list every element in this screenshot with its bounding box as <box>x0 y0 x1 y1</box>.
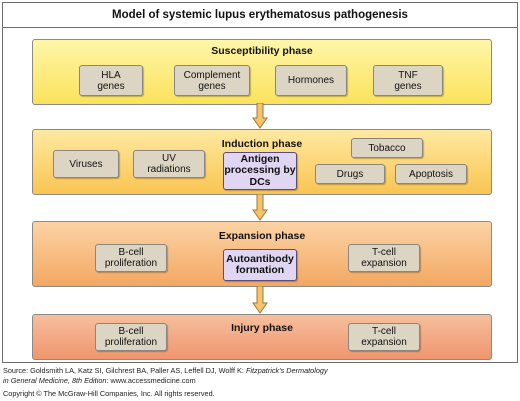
injury-phase-panel: Injury phase B-cell proliferation T-cell… <box>32 314 492 360</box>
t-cell-expansion-box: T-cell expansion <box>348 244 420 272</box>
antigen-processing-box: Antigen processing by DCs <box>223 152 297 190</box>
phase-label: Induction phase <box>221 138 303 150</box>
induction-phase-panel: Induction phase Viruses UV radiations An… <box>32 129 492 195</box>
copyright-notice: Copyright © The McGraw-Hill Companies, I… <box>3 389 215 398</box>
autoantibody-formation-box: Autoantibody formation <box>223 249 297 281</box>
t-cell-expansion-box: T-cell expansion <box>348 323 420 351</box>
diagram-frame: Model of systemic lupus erythematosus pa… <box>2 2 518 363</box>
phase-label: Expansion phase <box>218 230 306 242</box>
viruses-box: Viruses <box>53 150 119 178</box>
hla-genes-box: HLA genes <box>79 65 143 96</box>
b-cell-proliferation-box: B-cell proliferation <box>95 323 167 351</box>
source-prefix: Source: Goldsmith LA, Katz SI, Gilchrest… <box>3 366 246 375</box>
uv-radiations-box: UV radiations <box>133 150 205 178</box>
flow-arrow <box>252 194 268 221</box>
flow-arrow <box>252 103 268 129</box>
flow-arrow <box>252 286 268 314</box>
b-cell-proliferation-box: B-cell proliferation <box>95 244 167 272</box>
hormones-box: Hormones <box>275 65 347 96</box>
diagram-title: Model of systemic lupus erythematosus pa… <box>3 3 517 28</box>
expansion-phase-panel: Expansion phase B-cell proliferation Aut… <box>32 221 492 287</box>
source-edition: in General Medicine, 8th Edition <box>3 375 107 385</box>
phase-label: Susceptibility phase <box>211 45 313 57</box>
source-book: Fitzpatrick's Dermatology <box>245 366 328 375</box>
source-citation: Source: Goldsmith LA, Katz SI, Gilchrest… <box>3 366 328 385</box>
tnf-genes-box: TNF genes <box>373 65 443 96</box>
complement-genes-box: Complement genes <box>174 65 250 96</box>
phase-label: Injury phase <box>231 322 293 334</box>
susceptibility-phase-panel: Susceptibility phase HLA genes Complemen… <box>32 39 492 105</box>
apoptosis-box: Apoptosis <box>395 164 467 184</box>
tobacco-box: Tobacco <box>351 138 423 158</box>
drugs-box: Drugs <box>315 164 385 184</box>
source-url: : www.accessmedicine.com <box>106 375 196 385</box>
